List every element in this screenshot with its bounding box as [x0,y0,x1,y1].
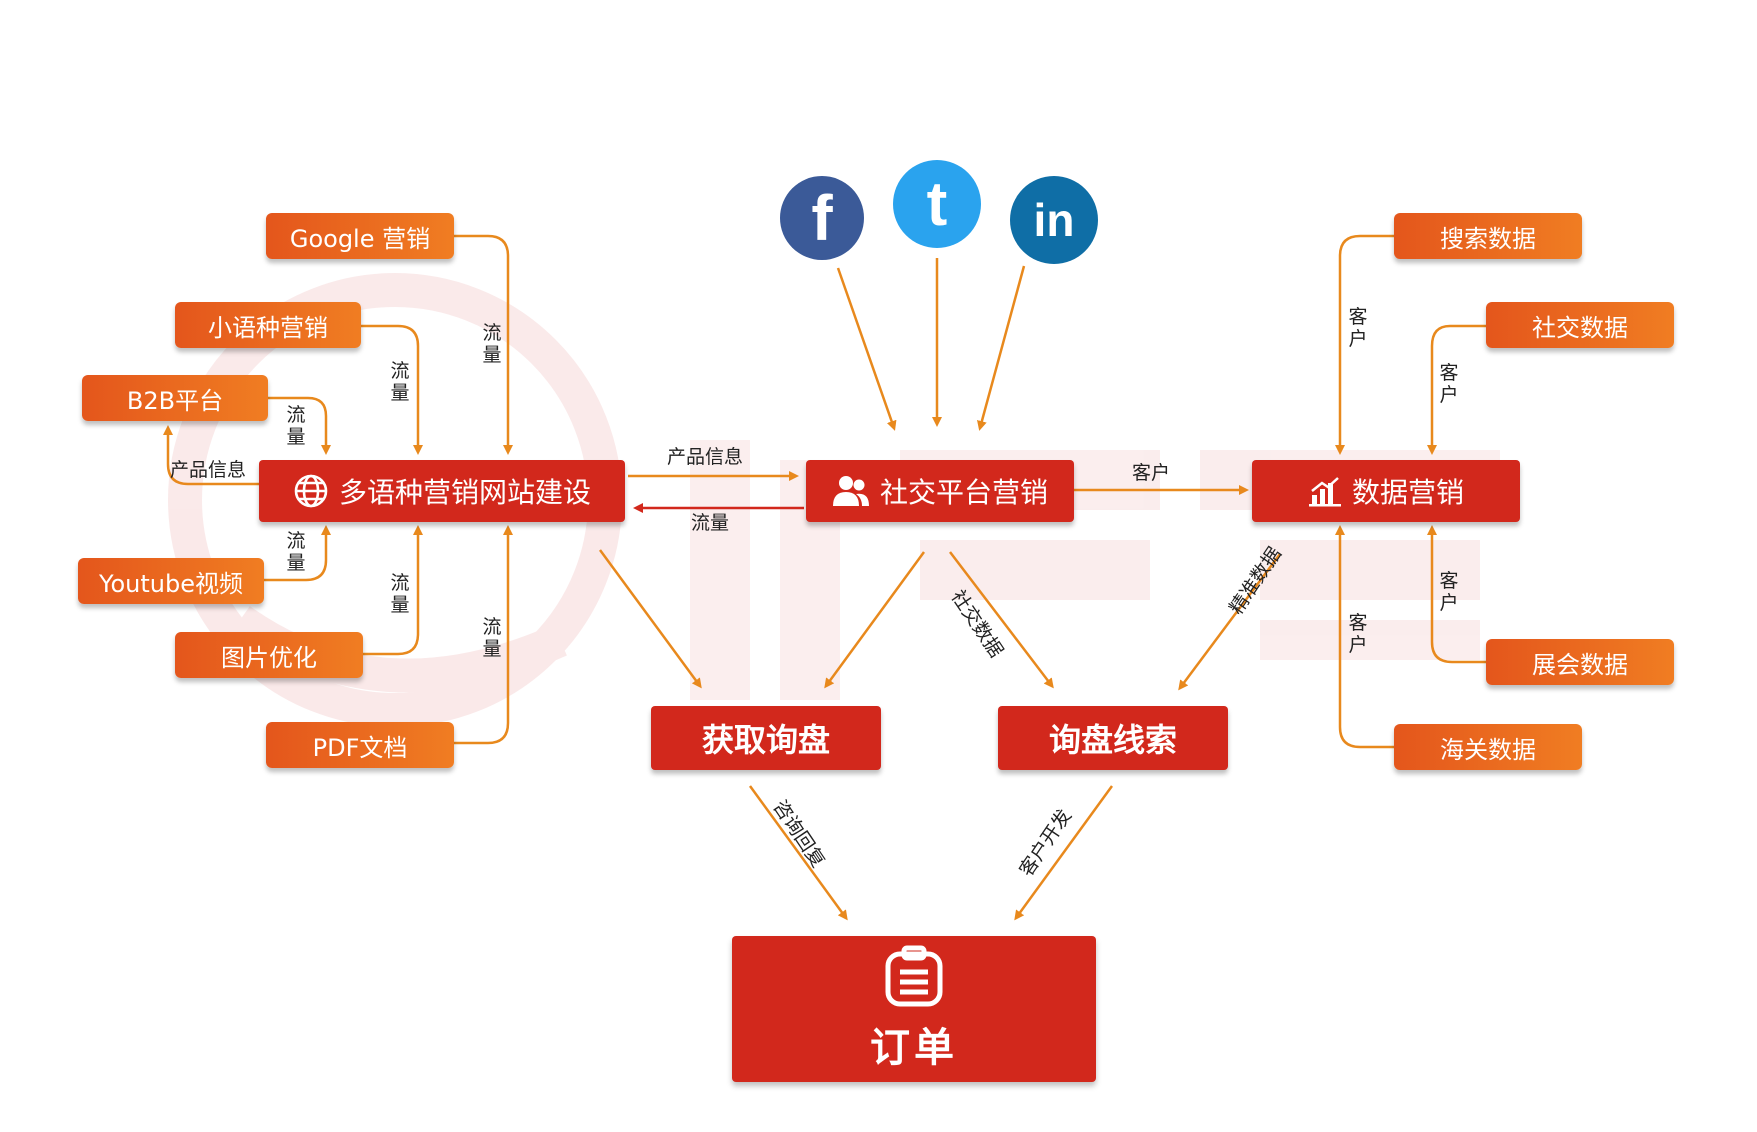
customer-label-customs: 客户 [1348,612,1368,656]
expo-data-label: 展会数据 [1532,650,1628,679]
youtube-video-label: Youtube视频 [99,569,243,598]
b2b-platform-label: B2B平台 [126,386,224,415]
product-info-label-b2b: 产品信息 [170,459,247,481]
facebook-glyph: f [811,182,833,254]
arrow-expo-data [1427,525,1486,664]
traffic-label-b2b: 流量 [286,404,306,448]
get-inquiry-label: 获取询盘 [701,721,830,759]
arrow-social-data-src [1427,324,1486,455]
data-marketing-box[interactable]: 数据营销 [1252,460,1520,522]
customer-label-expo: 客户 [1439,570,1459,614]
order-box[interactable]: 订单 [732,936,1096,1082]
arrow-minor-language [360,324,423,455]
arrow-inquiry-order [748,785,848,921]
customs-data-label: 海关数据 [1440,735,1536,764]
linkedin-icon[interactable]: in [1010,176,1098,264]
arrow-google [453,234,513,455]
arrow-data-leads [1178,553,1282,691]
users-icon [832,474,870,508]
traffic-label-minor-language: 流量 [390,360,410,404]
twitter-icon[interactable]: t [893,160,981,248]
minor-language-label: 小语种营销 [208,313,328,342]
social-data-label: 社交数据 [1532,313,1628,342]
get-inquiry-box[interactable]: 获取询盘 [651,706,881,770]
data-marketing-label: 数据营销 [1351,476,1464,509]
social-data-box[interactable]: 社交数据 [1486,302,1674,348]
customs-data-box[interactable]: 海关数据 [1394,724,1582,770]
inquiry-leads-box[interactable]: 询盘线索 [998,706,1228,770]
image-optimization-label: 图片优化 [221,643,317,672]
social-platform-label: 社交平台营销 [879,476,1048,509]
globe-icon [293,473,329,509]
arrow-b2b [268,396,331,455]
arrow-social-leads [949,551,1054,689]
linkedin-glyph: in [1033,194,1075,246]
pdf-document-box[interactable]: PDF文档 [266,722,454,768]
b2b-platform-box[interactable]: B2B平台 [82,375,268,421]
expo-data-box[interactable]: 展会数据 [1486,639,1674,685]
customer-label-data: 客户 [1132,462,1171,484]
google-marketing-label: Google 营销 [289,224,431,253]
traffic-label-image-opt: 流量 [390,572,410,616]
customer-label-search: 客户 [1348,306,1368,350]
arrow-website-inquiry [598,549,702,689]
arrow-product-info-b2b [163,425,262,486]
youtube-video-box[interactable]: Youtube视频 [78,558,264,604]
twitter-glyph: t [926,169,948,239]
search-data-label: 搜索数据 [1440,224,1536,253]
product-info-label-social: 产品信息 [667,446,744,468]
arrow-search-data [1335,234,1394,455]
traffic-label-youtube: 流量 [286,530,306,574]
customer-label-social: 客户 [1439,362,1459,406]
arrow-pdf [453,525,513,745]
website-building-label: 多语种营销网站建设 [338,476,591,509]
arrow-leads-order [1014,785,1114,921]
inquiry-leads-label: 询盘线索 [1048,721,1177,759]
arrow-social-inquiry [824,551,926,689]
bar-chart-icon [1308,475,1342,507]
traffic-label-social: 流量 [691,512,730,534]
arrow-facebook [836,267,897,431]
google-marketing-box[interactable]: Google 营销 [266,213,454,259]
arrow-linkedin [977,265,1026,431]
order-label: 订单 [870,1025,958,1071]
clipboard-icon [882,945,946,1011]
traffic-label-google: 流量 [482,322,502,366]
facebook-icon[interactable]: f [780,176,864,260]
arrow-image-opt [362,525,423,656]
minor-language-box[interactable]: 小语种营销 [175,302,361,348]
arrow-customs-data [1335,525,1394,749]
social-platform-box[interactable]: 社交平台营销 [806,460,1074,522]
website-building-box[interactable]: 多语种营销网站建设 [259,460,625,522]
traffic-label-pdf: 流量 [482,616,502,660]
pdf-document-label: PDF文档 [312,733,408,762]
arrow-youtube [264,525,331,582]
search-data-box[interactable]: 搜索数据 [1394,213,1582,259]
image-optimization-box[interactable]: 图片优化 [175,632,363,678]
